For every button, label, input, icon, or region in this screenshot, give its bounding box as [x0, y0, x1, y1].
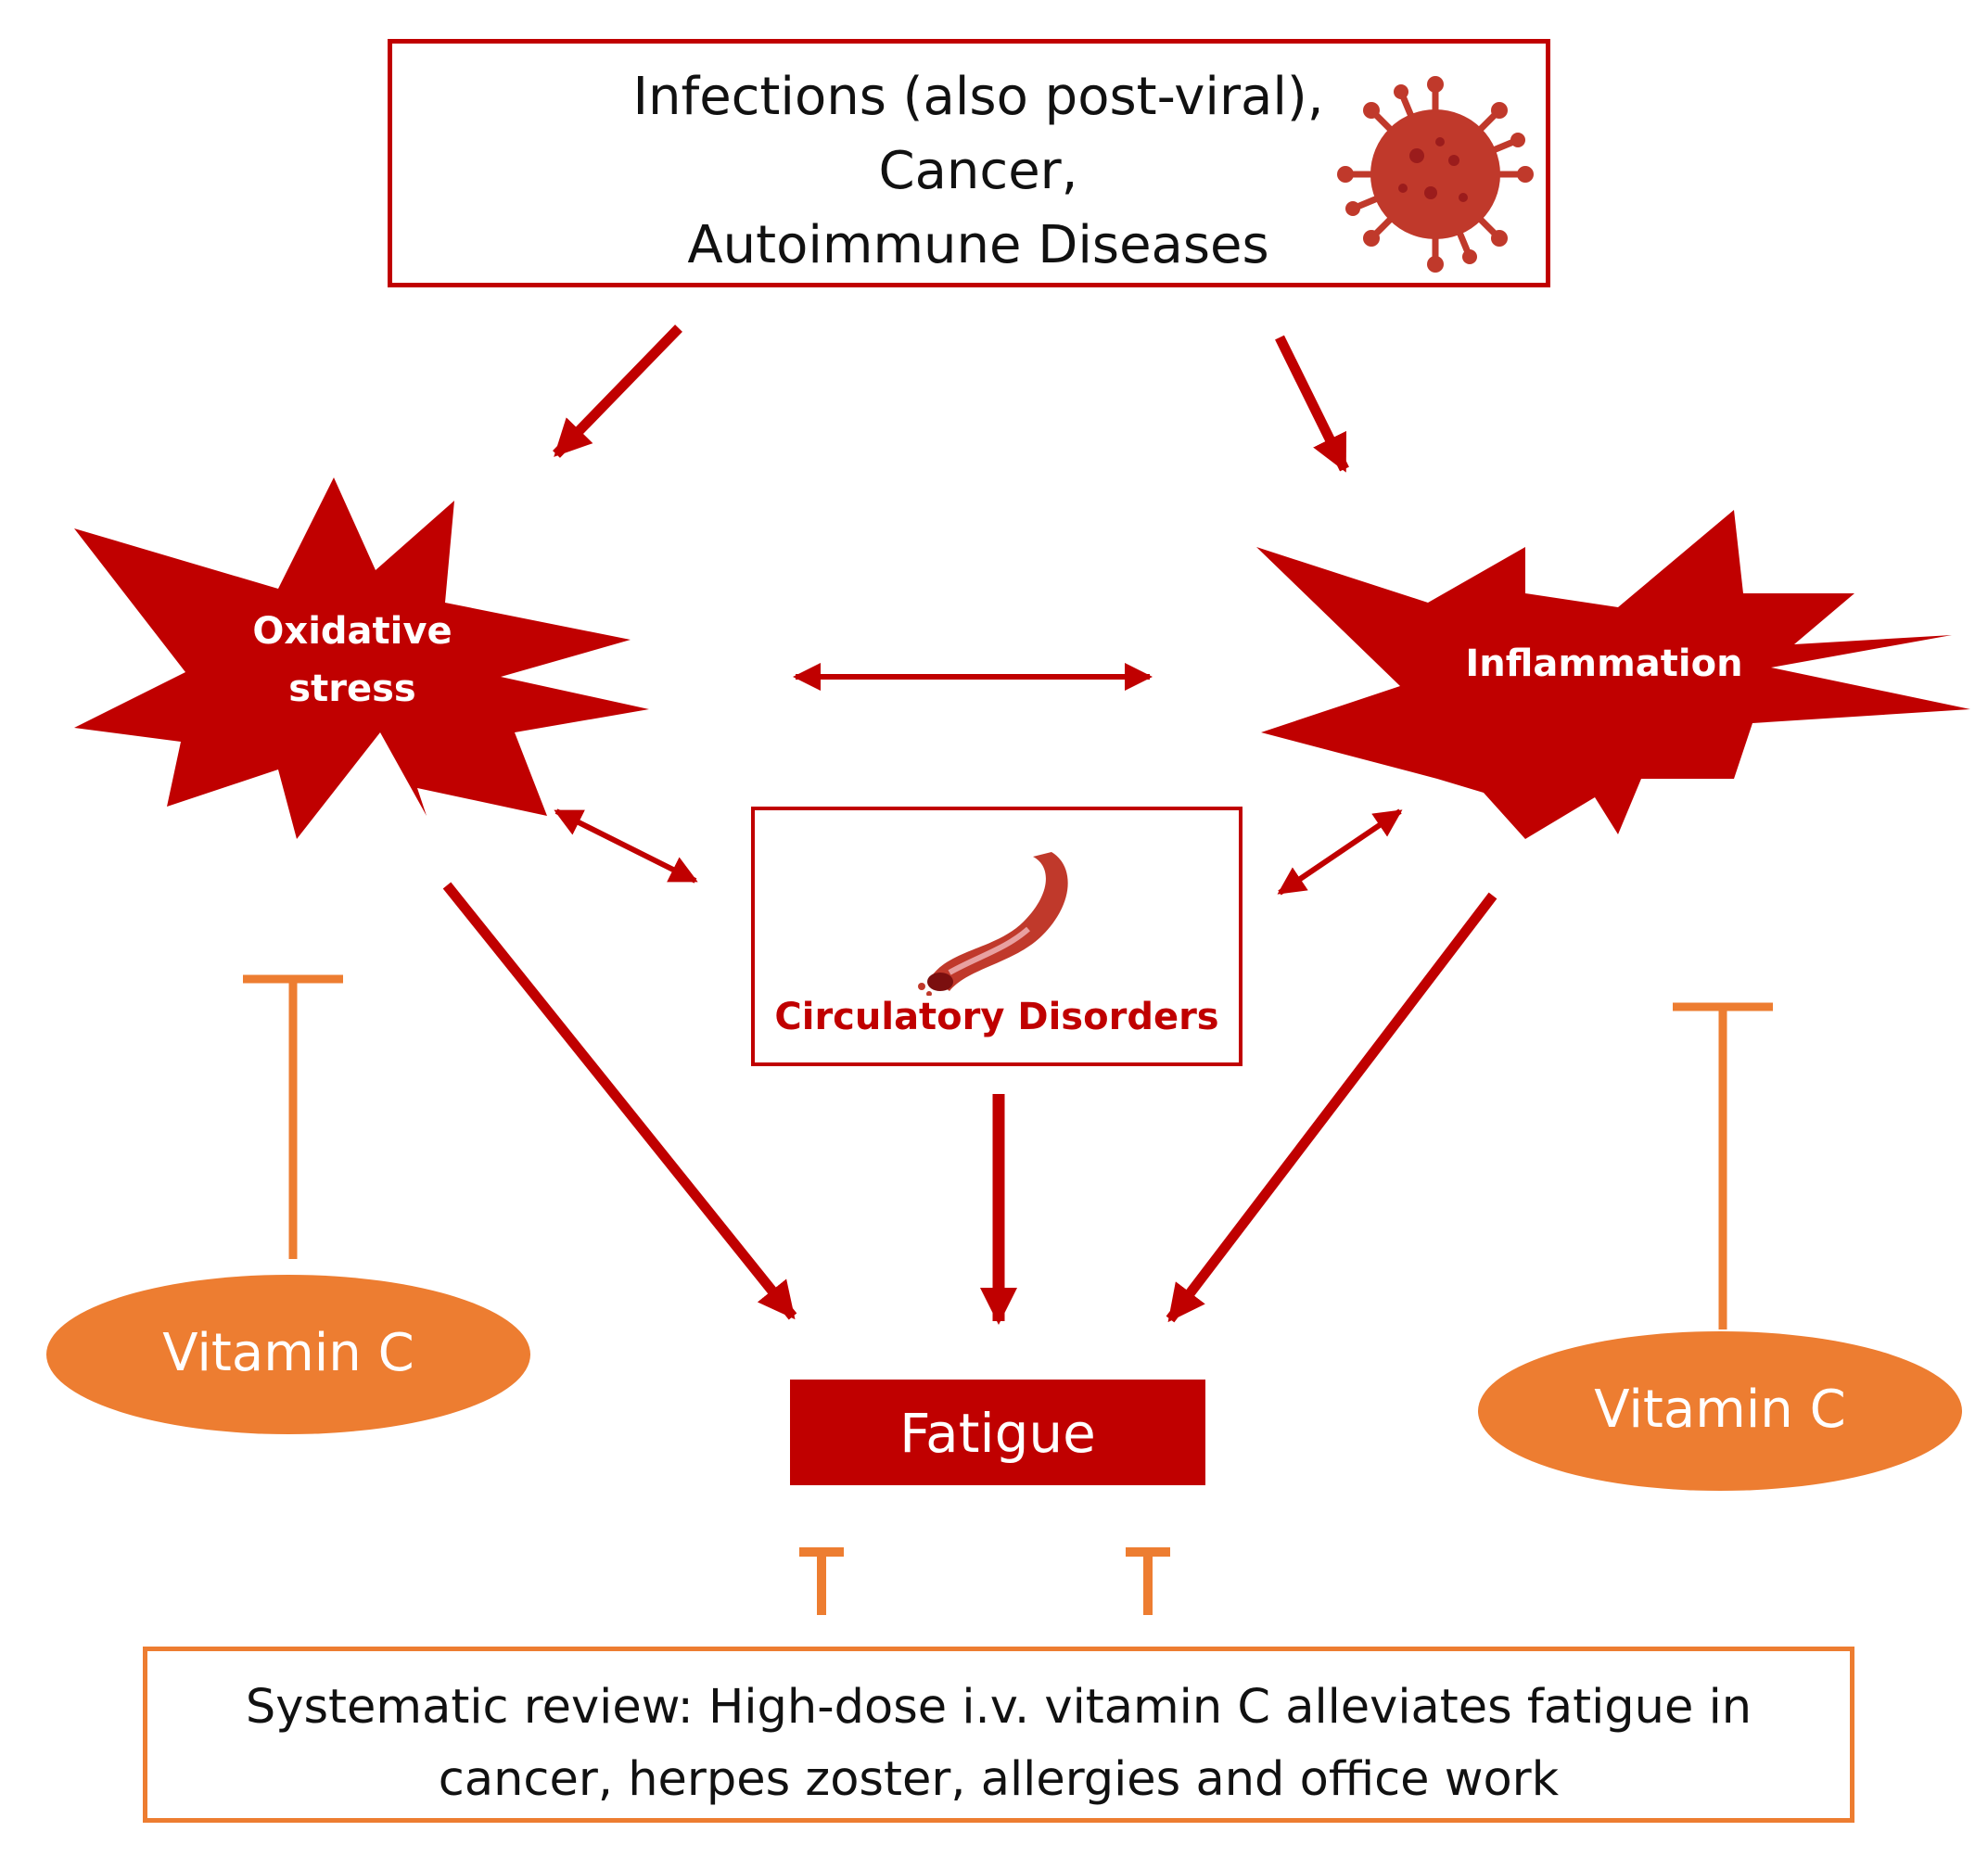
inflammation-label: Inflammation: [1465, 642, 1743, 685]
vitamin-c-right-label: Vitamin C: [1594, 1380, 1846, 1440]
cause-autoimmune: Autoimmune Diseases: [687, 215, 1269, 275]
oxidative-stress-starburst: [74, 477, 649, 839]
oxidative-stress-line2: stress: [288, 668, 416, 710]
cause-cancer: Cancer,: [878, 141, 1078, 201]
vitamin-c-left-label: Vitamin C: [162, 1323, 414, 1383]
circulatory-disorders-label: Circulatory Disorders: [774, 996, 1219, 1038]
arrow-causes-to-oxidative: [553, 324, 682, 458]
arrow-inflammation-circulatory: [1277, 808, 1403, 896]
inflammation-starburst: [1256, 510, 1970, 839]
arrow-inflammation-to-fatigue: [1166, 892, 1497, 1323]
arrow-oxidative-circulatory: [554, 808, 698, 884]
arrow-causes-to-inflammation: [1275, 335, 1349, 473]
virus-icon: [1337, 76, 1534, 273]
arrow-oxidative-to-fatigue: [442, 882, 797, 1320]
systematic-review-box: Systematic review: High-dose i.v. vitami…: [143, 1647, 1854, 1823]
circulatory-disorders-box: Circulatory Disorders: [751, 807, 1242, 1066]
vitamin-c-left: Vitamin C: [46, 1275, 530, 1434]
cause-infections: Infections (also post-viral),: [632, 67, 1324, 127]
systematic-review-text: Systematic review: High-dose i.v. vitami…: [147, 1672, 1850, 1816]
blood-vessel-icon: [918, 852, 1068, 996]
fatigue-label: Fatigue: [899, 1402, 1096, 1465]
oxidative-stress-label: Oxidative stress: [213, 603, 491, 718]
review-line-1: Systematic review: High-dose i.v. vitami…: [245, 1680, 1752, 1735]
fatigue-box: Fatigue: [790, 1380, 1205, 1485]
causes-text: Infections (also post-viral), Cancer, Au…: [392, 60, 1564, 283]
oxidative-stress-line1: Oxidative: [252, 610, 452, 653]
vitamin-c-right: Vitamin C: [1478, 1331, 1962, 1491]
causes-box: Infections (also post-viral), Cancer, Au…: [388, 39, 1550, 287]
review-line-2: cancer, herpes zoster, allergies and off…: [438, 1752, 1560, 1807]
